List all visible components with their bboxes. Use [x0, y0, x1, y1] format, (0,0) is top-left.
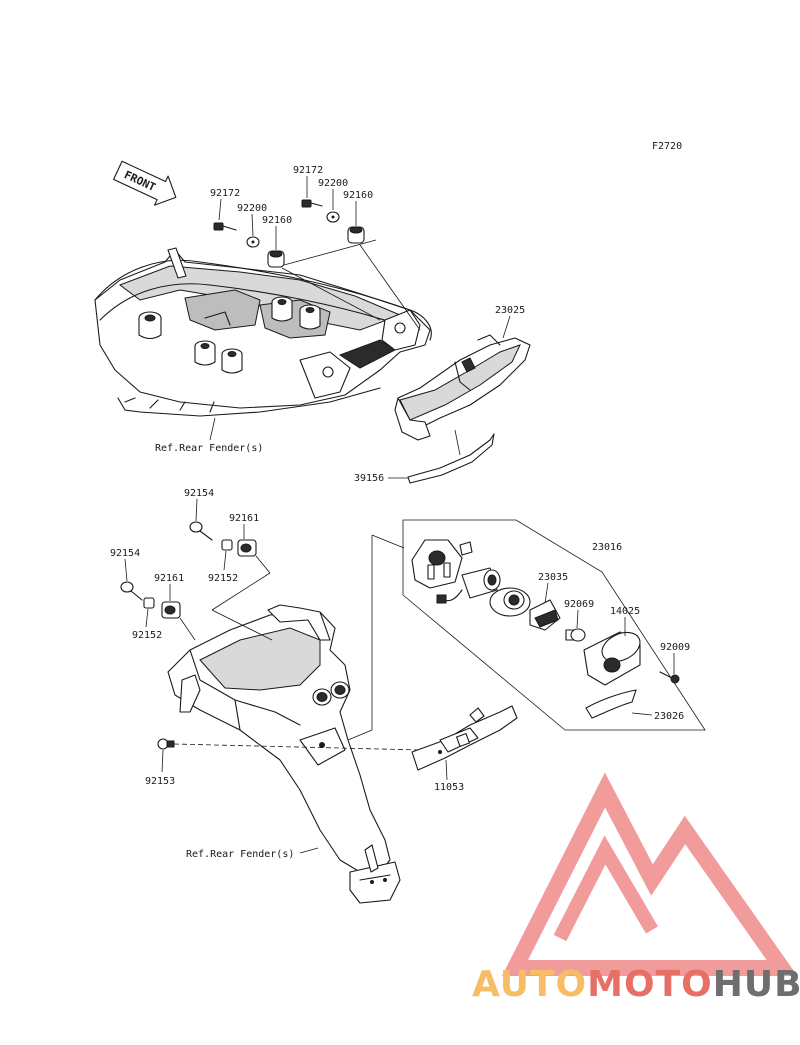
- callout-92160-left: 92160: [262, 215, 292, 226]
- wire-23016: [436, 589, 463, 604]
- clip-23035: [529, 599, 561, 631]
- lamp-ring-23016: [489, 587, 531, 617]
- tail-cover-23025: [394, 334, 531, 441]
- callout-92200-right: 92200: [318, 178, 348, 189]
- lens-14025: [583, 631, 641, 686]
- callout-92154-left: 92154: [110, 548, 140, 559]
- callout-39156: 39156: [354, 473, 384, 484]
- screw-92009: [659, 671, 680, 684]
- callout-92172-left: 92172: [210, 188, 240, 199]
- frame-boss: [221, 348, 243, 374]
- figure-code: F2720: [652, 141, 682, 152]
- callout-23025: 23025: [495, 305, 525, 316]
- grommet-92160-right: [347, 226, 365, 244]
- callout-14025: 14025: [610, 606, 640, 617]
- callout-23016: 23016: [592, 542, 622, 553]
- bulb-92069: [565, 628, 586, 642]
- logo-text: AUTOMOTOHUB: [472, 964, 800, 1005]
- rear-fender-assembly: [167, 604, 401, 904]
- socket-23016: [461, 567, 501, 599]
- callout-92152-left: 92152: [132, 630, 162, 641]
- front-arrow-icon: FRONT: [113, 160, 177, 206]
- frame-boss: [138, 311, 162, 340]
- reflector-23026: [585, 689, 637, 719]
- callout-23035: 23035: [538, 572, 568, 583]
- frame-boss: [271, 296, 293, 322]
- upper-assembly: [94, 247, 432, 417]
- collar-92152-left: [143, 597, 155, 609]
- lamp-base-23016: [411, 539, 473, 589]
- frame-boss: [194, 340, 216, 366]
- bracket-11053: [411, 705, 518, 771]
- grommet-92161-top: [237, 539, 257, 557]
- bolt-92154-left: [120, 581, 143, 601]
- callout-23026: 23026: [654, 711, 684, 722]
- callout-92160-right: 92160: [343, 190, 373, 201]
- washer-92200-right: [326, 211, 340, 223]
- callout-92153: 92153: [145, 776, 175, 787]
- grommet-92160-left: [267, 250, 285, 268]
- frame-boss: [299, 304, 321, 330]
- reflector-strip-39156: [407, 433, 495, 484]
- callout-92009: 92009: [660, 642, 690, 653]
- grommet-92161-left: [161, 601, 181, 619]
- bolt-92154-top: [189, 521, 213, 541]
- ref-rear-fender-lower: Ref.Rear Fender(s): [186, 849, 294, 860]
- callout-92200-left: 92200: [237, 203, 267, 214]
- collar-92152-top: [221, 539, 233, 551]
- callout-92152-top: 92152: [208, 573, 238, 584]
- callout-92172-right: 92172: [293, 165, 323, 176]
- automotohub-logo: AUTOMOTOHUB: [472, 772, 800, 1005]
- ref-rear-fender-upper: Ref.Rear Fender(s): [155, 443, 263, 454]
- callout-92161-left: 92161: [154, 573, 184, 584]
- bolt-92153: [157, 738, 175, 750]
- callout-11053: 11053: [434, 782, 464, 793]
- lamp-assembly-box: [402, 519, 706, 731]
- callout-92161-top: 92161: [229, 513, 259, 524]
- callout-92154-top: 92154: [184, 488, 214, 499]
- washer-92200-left: [246, 236, 260, 248]
- callout-92069: 92069: [564, 599, 594, 610]
- screw-92172-right: [301, 199, 323, 208]
- screw-92172-left: [213, 222, 237, 231]
